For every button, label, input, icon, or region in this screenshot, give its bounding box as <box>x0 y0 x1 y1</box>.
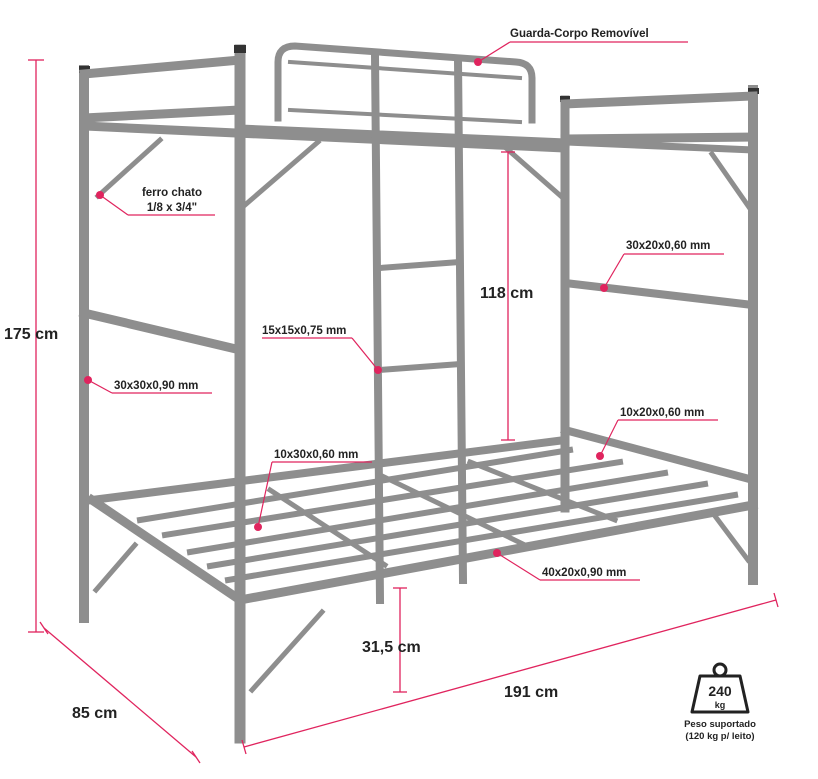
post-cap <box>748 88 759 94</box>
ladder-left-rail <box>370 50 385 605</box>
weight-value: 240 <box>708 683 732 699</box>
label-depth-85: 85 cm <box>72 705 117 722</box>
post-cap <box>560 96 570 102</box>
label-height-175: 175 cm <box>4 326 58 343</box>
label-tube-30x30: 30x30x0,90 mm <box>114 380 198 392</box>
ladder-right-rail <box>453 55 468 585</box>
label-length-191: 191 cm <box>504 684 558 701</box>
label-tube-10x20: 10x20x0,60 mm <box>620 407 704 419</box>
weight-caption-2: (120 kg p/ leito) <box>685 731 754 742</box>
post-cap <box>234 45 246 53</box>
bed-frame <box>78 42 759 744</box>
labels: Guarda-Corpo Removível ferro chato 1/8 x… <box>4 28 710 722</box>
label-guard-rail: Guarda-Corpo Removível <box>510 28 649 40</box>
label-tube-10x30: 10x30x0,60 mm <box>274 449 358 461</box>
label-flat-iron-line2: 1/8 x 3/4" <box>147 202 197 214</box>
weight-caption-1: Peso suportado <box>684 719 756 730</box>
dimension-lines <box>28 59 779 764</box>
label-height-31-5: 31,5 cm <box>362 639 421 656</box>
label-tube-15x15: 15x15x0,75 mm <box>262 325 346 337</box>
callout-leaders <box>84 41 724 581</box>
label-tube-30x20: 30x20x0,60 mm <box>626 240 710 252</box>
weight-unit: kg <box>715 700 726 710</box>
label-flat-iron-line1: ferro chato <box>142 187 202 199</box>
weight-icon <box>690 662 750 714</box>
weight-capacity-badge: 240 kg Peso suportado (120 kg p/ leito) <box>684 662 756 742</box>
label-height-118: 118 cm <box>480 285 533 302</box>
label-tube-40x20: 40x20x0,90 mm <box>542 567 626 579</box>
